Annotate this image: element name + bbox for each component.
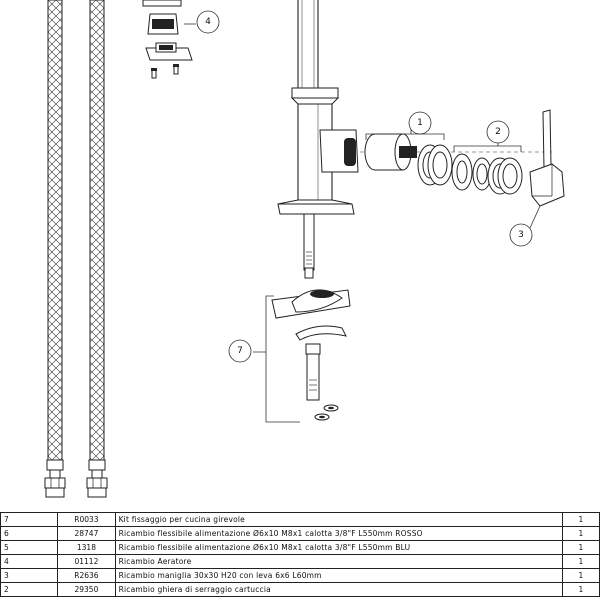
- table-cell-code: R2636: [57, 568, 116, 583]
- callout-3-label: 3: [518, 230, 524, 240]
- cartridge: [360, 133, 552, 186]
- flexible-hose-right: [86, 0, 108, 498]
- table-cell-quantity: 1: [561, 526, 600, 541]
- table-row: 3 R2636 Ricambio maniglia 30x30 H20 con …: [0, 568, 600, 583]
- faucet-body: [277, 0, 359, 279]
- table-cell-quantity: 1: [561, 582, 600, 597]
- handle-with-lever: [529, 109, 565, 207]
- callout-1-label: 1: [417, 118, 423, 128]
- table-cell-description: Ricambio maniglia 30x30 H20 con leva 6x6…: [114, 568, 563, 583]
- table-cell-quantity: 1: [561, 512, 600, 527]
- callout-2-label: 2: [495, 127, 501, 137]
- table-cell-quantity: 1: [561, 554, 600, 569]
- table-row: 4 01112 Ricambio Aeratore 1: [0, 554, 600, 569]
- aerator-assembly: [142, 0, 193, 79]
- callout-4-label: 4: [205, 17, 211, 27]
- table-cell-description: Kit fissaggio per cucina girevole: [114, 512, 563, 527]
- table-cell-position: 3: [0, 568, 59, 583]
- table-cell-position: 5: [0, 540, 59, 555]
- table-row: 2 29350 Ricambio ghiera di serraggio car…: [0, 582, 600, 597]
- table-cell-quantity: 1: [561, 568, 600, 583]
- callout-3: 3: [509, 223, 533, 247]
- callout-4: 4: [196, 10, 220, 34]
- table-cell-description: Ricambio flessibile alimentazione Ø6x10 …: [114, 540, 563, 555]
- table-cell-position: 2: [0, 582, 59, 597]
- fixing-kit: [271, 289, 351, 421]
- table-cell-position: 7: [0, 512, 59, 527]
- parts-table: 7 R0033 Kit fissaggio per cucina girevol…: [0, 512, 600, 597]
- callout-1: 1: [408, 111, 432, 135]
- table-cell-description: Ricambio ghiera di serraggio cartuccia: [114, 582, 563, 597]
- table-row: 6 28747 Ricambio flessibile alimentazion…: [0, 526, 600, 541]
- table-cell-code: R0033: [57, 512, 116, 527]
- table-cell-quantity: 1: [561, 540, 600, 555]
- flexible-hose-left: [44, 0, 66, 498]
- table-cell-code: 29350: [57, 582, 116, 597]
- exploded-view-drawing: 1 2 3 4 7: [44, 0, 565, 498]
- callout-7-label: 7: [237, 346, 243, 356]
- table-row: 5 1318 Ricambio flessibile alimentazione…: [0, 540, 600, 555]
- table-cell-position: 4: [0, 554, 59, 569]
- table-cell-code: 1318: [57, 540, 116, 555]
- table-cell-code: 01112: [57, 554, 116, 569]
- table-cell-description: Ricambio Aeratore: [114, 554, 563, 569]
- leader-lines: [184, 23, 541, 423]
- locking-ring-nut: [451, 153, 523, 195]
- table-cell-position: 6: [0, 526, 59, 541]
- callout-2: 2: [486, 120, 510, 144]
- callout-7: 7: [228, 339, 252, 363]
- table-cell-description: Ricambio flessibile alimentazione Ø6x10 …: [114, 526, 563, 541]
- table-cell-code: 28747: [57, 526, 116, 541]
- table-row: 7 R0033 Kit fissaggio per cucina girevol…: [0, 512, 600, 527]
